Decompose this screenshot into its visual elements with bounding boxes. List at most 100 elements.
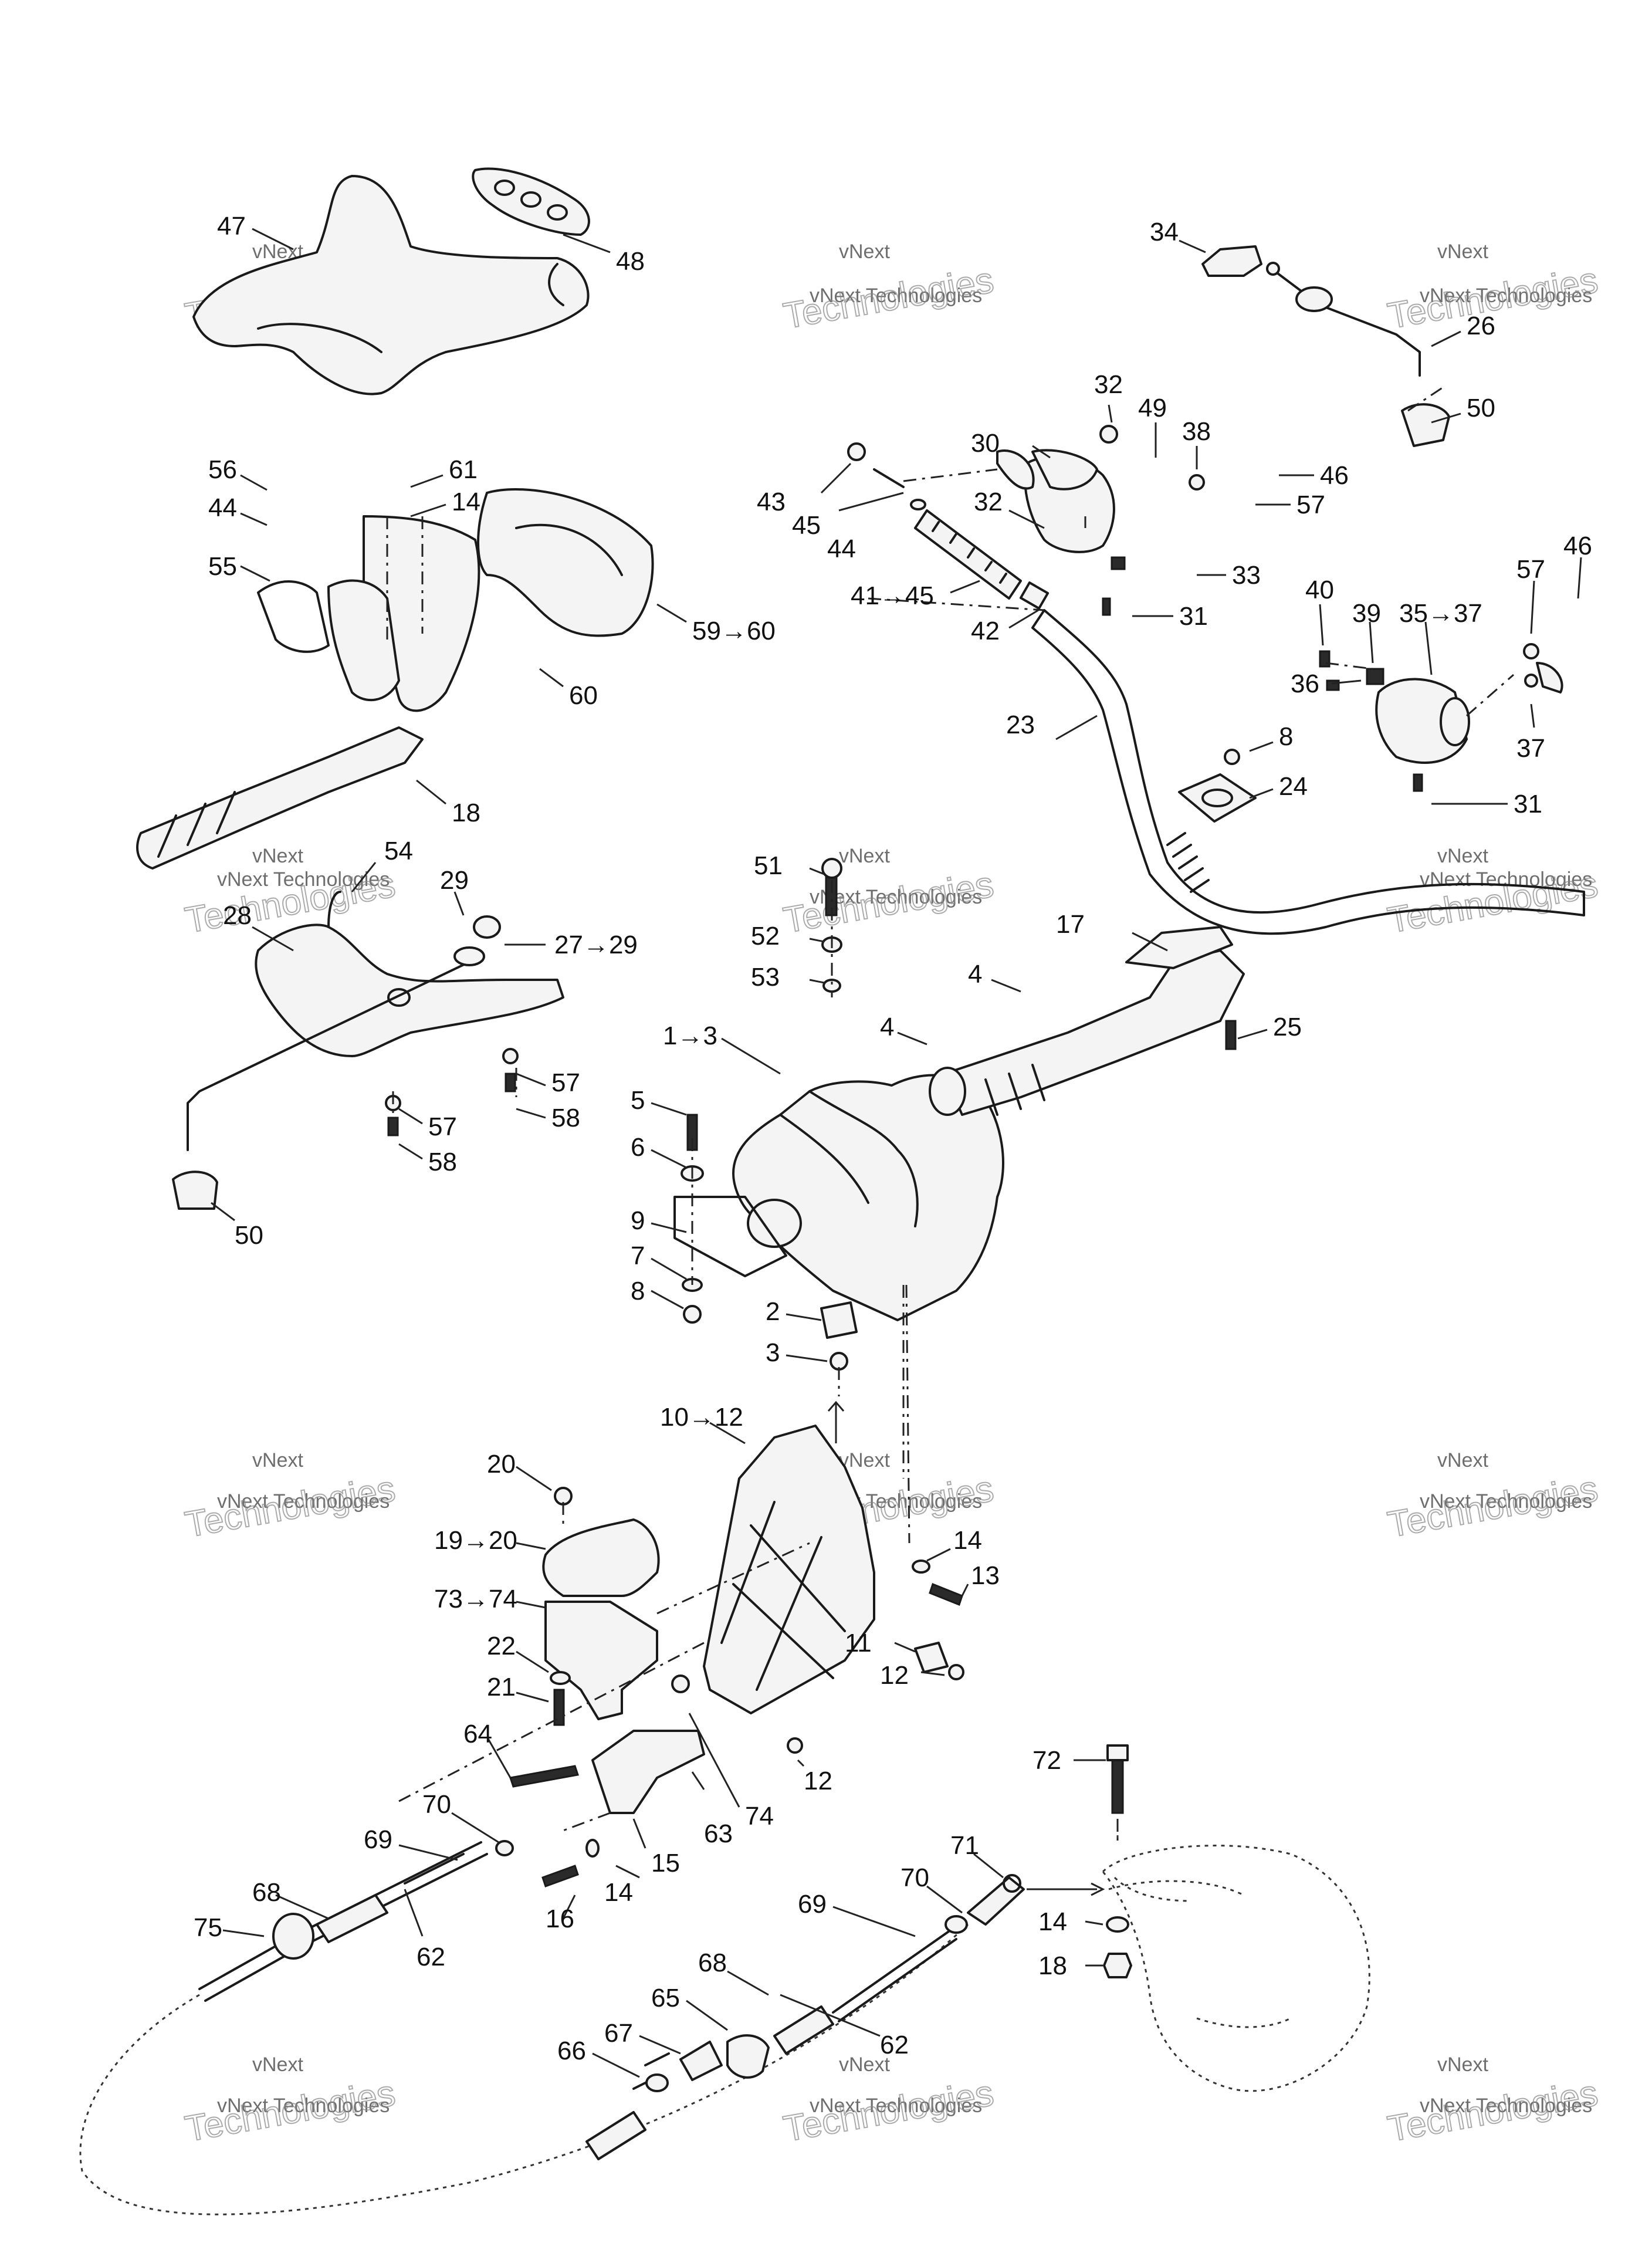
watermark-mid-right: vNext vNext Technologies Technologies: [1384, 845, 1601, 942]
callout-72: 72: [1032, 1746, 1061, 1775]
support-lower-part: [544, 1601, 690, 1726]
callout-50-left: 50: [235, 1221, 263, 1250]
callout-66: 66: [557, 2037, 586, 2065]
callout-29: 29: [440, 866, 469, 895]
callout-51: 51: [754, 851, 783, 880]
callout-1-3: 1→3: [663, 1021, 717, 1050]
callout-46-top: 46: [1320, 461, 1349, 490]
svg-text:Technologies: Technologies: [182, 2073, 398, 2150]
svg-text:vNext Technologies: vNext Technologies: [1420, 1490, 1592, 1513]
svg-text:vNext: vNext: [252, 1449, 303, 1471]
callout-27-29: 27→29: [554, 931, 638, 959]
svg-text:vNext: vNext: [839, 1449, 890, 1471]
svg-text:vNext: vNext: [1437, 2054, 1488, 2076]
callout-64: 64: [463, 1720, 492, 1748]
clip-part: [1201, 245, 1262, 277]
callout-71: 71: [950, 1831, 979, 1860]
callout-68-left: 68: [252, 1878, 281, 1907]
callout-37: 37: [1516, 734, 1545, 763]
callout-22: 22: [487, 1632, 516, 1660]
callout-31-top: 31: [1179, 602, 1208, 631]
callout-57-top: 57: [1296, 490, 1325, 519]
callout-41-45: 41→45: [851, 581, 934, 610]
steering-support-part: [673, 1074, 1004, 1321]
grip-part: [847, 442, 1050, 610]
callout-9: 9: [631, 1206, 645, 1235]
svg-text:vNext Technologies: vNext Technologies: [1420, 868, 1592, 891]
svg-text:vNext: vNext: [1437, 241, 1488, 263]
callout-36: 36: [1291, 669, 1319, 698]
watermark-mid-center: vNext vNext Technologies Technologies: [780, 845, 997, 942]
callout-35-37: 35→37: [1399, 599, 1482, 628]
callout-65: 65: [651, 1984, 680, 2012]
callout-32-mid: 32: [974, 488, 1003, 516]
callout-45: 45: [792, 511, 821, 540]
callout-4-mid: 4: [880, 1013, 894, 1041]
steering-cable-part: [79, 1841, 1105, 2215]
svg-text:vNext Technologies: vNext Technologies: [810, 2095, 982, 2117]
callout-31-right: 31: [1514, 790, 1542, 818]
clamp-part: [1178, 749, 1257, 823]
callout-32-top: 32: [1094, 370, 1123, 399]
callout-23: 23: [1006, 711, 1035, 739]
callout-59-60: 59→60: [692, 617, 776, 645]
svg-text:vNext Technologies: vNext Technologies: [810, 285, 982, 307]
callout-14-low: 14: [604, 1878, 633, 1907]
handlebar-part: [1031, 609, 1585, 935]
callout-17: 17: [1056, 910, 1085, 939]
callout-52: 52: [751, 922, 780, 950]
svg-text:vNext: vNext: [839, 241, 890, 263]
svg-text:Technologies: Technologies: [780, 864, 996, 941]
callout-67: 67: [604, 2019, 633, 2048]
callout-5: 5: [631, 1086, 645, 1115]
callout-19-20: 19→20: [434, 1526, 517, 1555]
svg-text:vNext: vNext: [839, 2054, 890, 2076]
callout-30: 30: [971, 429, 1000, 458]
callout-21: 21: [487, 1673, 516, 1701]
callout-57-right: 57: [1516, 555, 1545, 584]
grommet-part-top: [1401, 403, 1450, 447]
svg-text:Technologies: Technologies: [182, 1469, 398, 1545]
svg-text:vNext Technologies: vNext Technologies: [217, 1490, 390, 1513]
callout-46-right: 46: [1563, 532, 1592, 560]
rod-part: [187, 915, 501, 1151]
callout-63: 63: [704, 1819, 733, 1848]
callout-50-top: 50: [1467, 394, 1495, 422]
linkage-part: [495, 1730, 705, 1887]
callout-25: 25: [1273, 1013, 1302, 1041]
svg-text:vNext Technologies: vNext Technologies: [1420, 2095, 1592, 2117]
callout-labels: 47 48 34 26 50 32 49 38 30 46 43 45 44 5…: [194, 212, 1592, 2078]
callout-68-right: 68: [698, 1948, 727, 1977]
bracket-fasteners: [787, 1559, 964, 1754]
arrow-up-marker: [827, 1400, 845, 1443]
switch-housing-part: [996, 425, 1205, 616]
callout-10-12: 10→12: [660, 1403, 743, 1432]
callout-14-mid: 14: [953, 1526, 982, 1555]
callout-3: 3: [766, 1338, 780, 1367]
callout-70-left: 70: [422, 1790, 451, 1819]
callout-62-right: 62: [880, 2031, 909, 2059]
callout-18-low: 18: [1038, 1951, 1067, 1980]
grommet-part-left: [172, 1171, 218, 1210]
callout-69-left: 69: [364, 1825, 392, 1854]
callout-47: 47: [217, 212, 246, 241]
callout-11: 11: [845, 1629, 872, 1657]
steering-cover-part: [477, 488, 654, 637]
svg-text:vNext: vNext: [839, 845, 890, 867]
svg-text:Technologies: Technologies: [780, 2073, 996, 2150]
callout-24: 24: [1279, 772, 1308, 801]
svg-text:vNext Technologies: vNext Technologies: [810, 886, 982, 908]
callout-57-left-1: 57: [551, 1068, 580, 1097]
callout-69-right: 69: [798, 1890, 827, 1919]
watermark-low-right: vNext vNext Technologies Technologies: [1384, 1449, 1601, 1546]
svg-text:vNext: vNext: [252, 2054, 303, 2076]
callout-12-mid: 12: [880, 1661, 909, 1690]
svg-text:Technologies: Technologies: [1384, 2073, 1600, 2150]
callout-20: 20: [487, 1450, 516, 1479]
steering-column-left: [136, 726, 424, 870]
callout-8-mid: 8: [631, 1277, 645, 1305]
lower-bracket-part: [703, 1425, 875, 1714]
handlebar-cover-part: [192, 175, 590, 395]
callout-48: 48: [616, 247, 645, 276]
